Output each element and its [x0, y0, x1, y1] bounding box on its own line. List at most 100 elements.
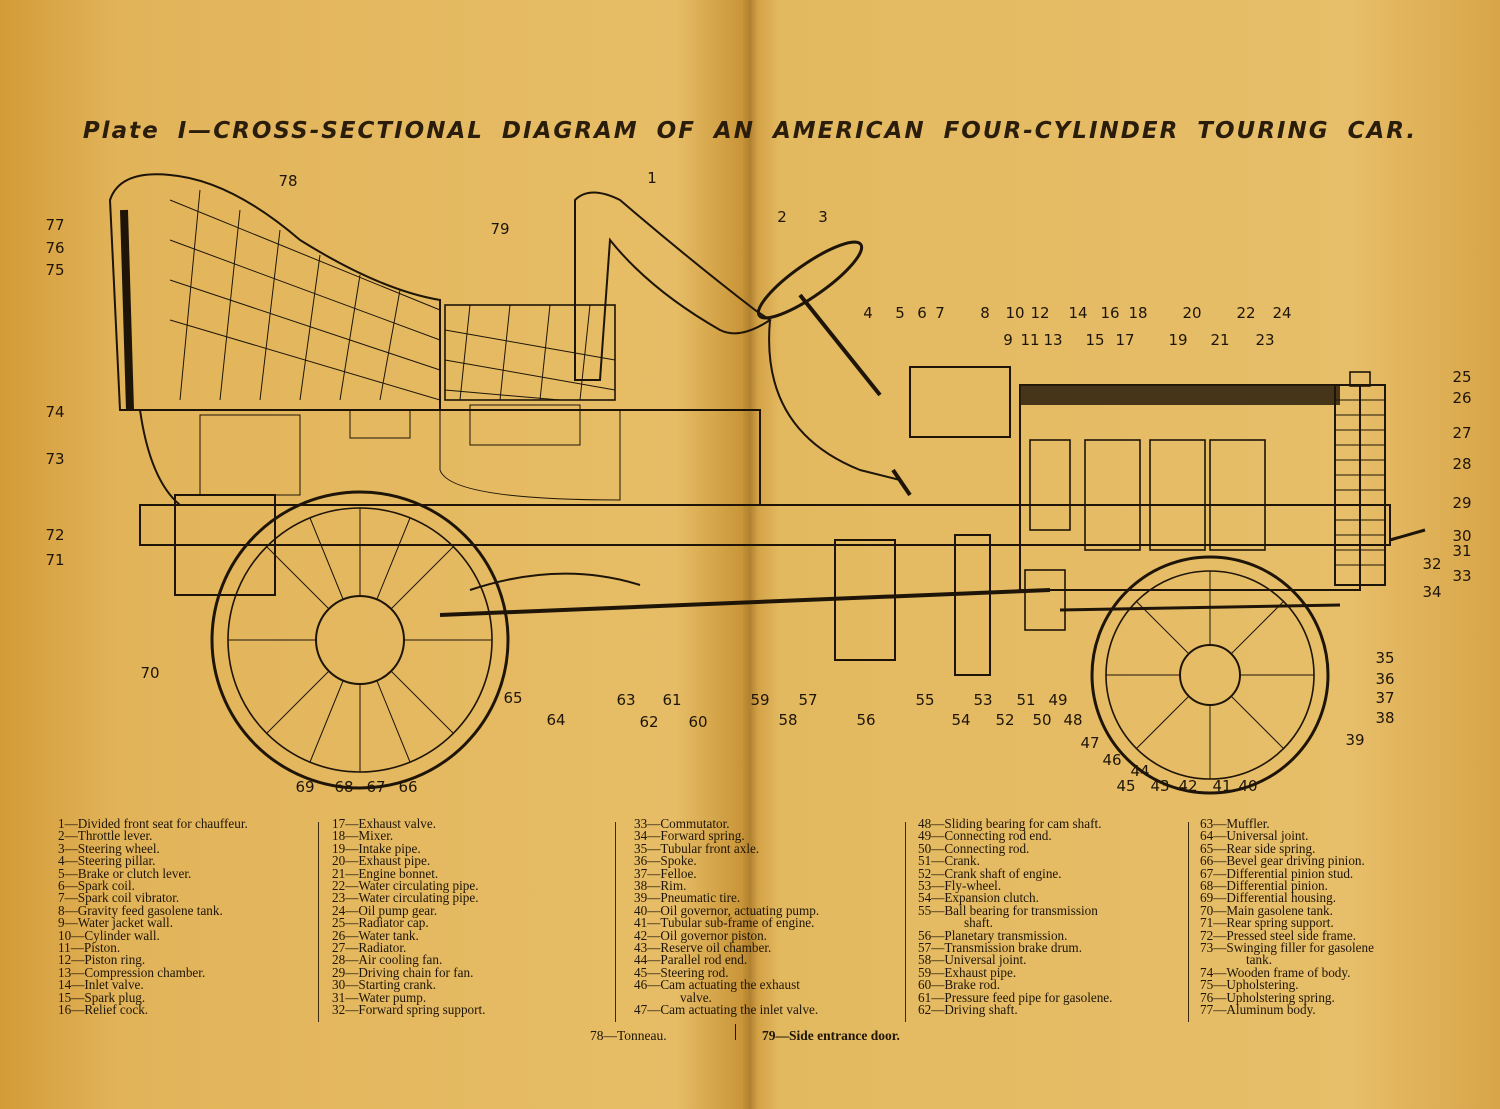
- callout-number: 30: [1452, 527, 1471, 545]
- callout-number: 60: [688, 713, 707, 731]
- front-seat: [574, 191, 772, 381]
- legend-item: 36—Spoke.: [634, 853, 697, 869]
- callout-number: 32: [1422, 555, 1441, 573]
- front-spokes: [1106, 571, 1314, 779]
- callout-number: 65: [503, 689, 522, 707]
- callout-number: 2: [777, 208, 787, 226]
- door-pattern: [444, 304, 616, 401]
- legend-item: 22—Water circulating pipe.: [332, 878, 479, 894]
- callout-number: 21: [1210, 331, 1229, 349]
- rear-spokes: [228, 508, 492, 772]
- legend-item: 60—Brake rod.: [918, 977, 1001, 993]
- legend-item: 41—Tubular sub-frame of engine.: [634, 915, 815, 931]
- callout-number: 56: [856, 711, 875, 729]
- legend-item: 55—Ball bearing for transmission: [918, 902, 1098, 918]
- callout-number: 38: [1375, 709, 1394, 727]
- legend-item: 15—Spark plug.: [58, 989, 146, 1005]
- callout-number: 76: [45, 239, 64, 257]
- callout-number: 19: [1168, 331, 1187, 349]
- legend-item: 50—Connecting rod.: [918, 840, 1030, 856]
- callout-number: 31: [1452, 542, 1471, 560]
- legend-column-4: 48—Sliding bearing for cam shaft.49—Conn…: [918, 816, 1112, 1017]
- legend-item: 13—Compression chamber.: [58, 964, 206, 980]
- callout-number: 73: [45, 450, 64, 468]
- rear-hub: [315, 595, 405, 685]
- callout-number: 78: [278, 172, 297, 190]
- legend-item: 59—Exhaust pipe.: [918, 964, 1017, 980]
- legend-item: 16—Relief cock.: [58, 1002, 149, 1018]
- legend-item: 1—Divided front seat for chauffeur.: [58, 816, 248, 831]
- legend-item: 49—Connecting rod end.: [918, 828, 1052, 844]
- callout-number: 34: [1422, 583, 1441, 601]
- callout-number: 37: [1375, 689, 1394, 707]
- callout-number: 12: [1030, 304, 1049, 322]
- legend-item: 24—Oil pump gear.: [332, 902, 438, 918]
- legend-divider: [318, 822, 319, 1022]
- legend-column-5: 63—Muffler.64—Universal joint.65—Rear si…: [1200, 817, 1374, 1017]
- radiator-cap: [1349, 371, 1371, 387]
- radiator-fins: [1335, 399, 1385, 566]
- fly-wheel: [954, 534, 991, 676]
- callout-number: 45: [1116, 777, 1135, 795]
- callout-number: 36: [1375, 670, 1394, 688]
- legend-column-2: 17—Exhaust valve.18—Mixer.19—Intake pipe…: [332, 816, 485, 1017]
- callout-number: 69: [295, 778, 314, 796]
- legend-item: 18—Mixer.: [332, 828, 394, 844]
- legend-item: 57—Transmission brake drum.: [918, 940, 1082, 956]
- bonnet-top: [1020, 385, 1340, 405]
- starting-crank: [1389, 528, 1426, 542]
- legend-item: 69—Differential housing.: [1200, 890, 1337, 906]
- legend-item: 45—Steering rod.: [634, 964, 729, 980]
- footer-tonneau: 78—Tonneau.: [590, 1028, 667, 1043]
- callout-number: 23: [1255, 331, 1274, 349]
- callout-number: 3: [818, 208, 828, 226]
- legend-item: 47—Cam actuating the inlet valve.: [634, 1002, 819, 1018]
- callout-number: 13: [1043, 331, 1062, 349]
- footer-side-door: 79—Side entrance door.: [762, 1028, 900, 1043]
- legend-item: 23—Water circulating pipe.: [332, 890, 479, 906]
- legend-item: 35—Tubular front axle.: [634, 840, 760, 856]
- upholstery-pattern: [169, 189, 441, 401]
- legend-item: 12—Piston ring.: [58, 952, 146, 968]
- engine-cylinders: [1029, 439, 1266, 551]
- callout-number: 24: [1272, 304, 1291, 322]
- legend-item: 17—Exhaust valve.: [332, 816, 437, 831]
- callout-number: 11: [1020, 331, 1039, 349]
- legend-item: 7—Spark coil vibrator.: [58, 890, 180, 906]
- legend-item: 9—Water jacket wall.: [58, 915, 174, 931]
- rear-side-spring: [469, 572, 641, 591]
- legend-item: 20—Exhaust pipe.: [332, 853, 431, 869]
- legend-item: 71—Rear spring support.: [1200, 915, 1334, 931]
- callout-number: 28: [1452, 455, 1471, 473]
- legend-item: 76—Upholstering spring.: [1200, 989, 1335, 1005]
- entrance-door-outline: [439, 410, 621, 501]
- legend-item: 37—Felloe.: [634, 865, 697, 881]
- callout-number: 75: [45, 261, 64, 279]
- legend-item: 66—Bevel gear driving pinion.: [1200, 853, 1365, 869]
- callout-number: 29: [1452, 494, 1471, 512]
- callout-number: 48: [1063, 711, 1082, 729]
- legend-item: 70—Main gasolene tank.: [1200, 902, 1333, 918]
- side-door-upholstery: [444, 304, 616, 401]
- legend-item: 28—Air cooling fan.: [332, 952, 443, 968]
- planetary-transmission: [834, 539, 896, 661]
- callout-number: 4: [863, 304, 873, 322]
- legend-item: 29—Driving chain for fan.: [332, 964, 474, 980]
- callout-number: 44: [1130, 762, 1149, 780]
- legend-item: 65—Rear side spring.: [1200, 840, 1316, 856]
- legend-divider: [1188, 822, 1189, 1022]
- callout-number: 77: [45, 216, 64, 234]
- legend-item: 43—Reserve oil chamber.: [634, 940, 772, 956]
- legend-item: 48—Sliding bearing for cam shaft.: [918, 816, 1102, 831]
- callout-number: 70: [140, 664, 159, 682]
- callout-number: 1: [647, 169, 657, 187]
- crank-shaft: [1059, 603, 1341, 612]
- legend-item: 4—Steering pillar.: [58, 853, 156, 869]
- legend-item: 74—Wooden frame of body.: [1200, 964, 1351, 980]
- legend-item: 34—Forward spring.: [634, 828, 745, 844]
- callout-number: 67: [366, 778, 385, 796]
- callout-number: 71: [45, 551, 64, 569]
- callout-number: 72: [45, 526, 64, 544]
- callout-number: 35: [1375, 649, 1394, 667]
- legend-item: 56—Planetary transmission.: [918, 927, 1068, 943]
